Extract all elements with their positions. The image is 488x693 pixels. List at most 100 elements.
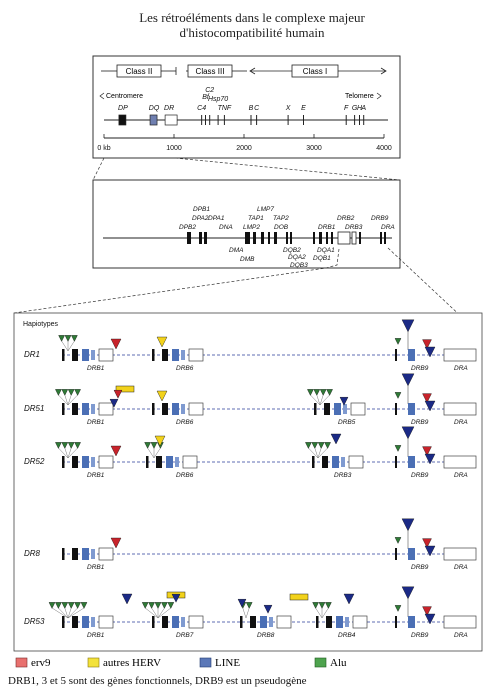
alu-triangle: [67, 389, 75, 396]
map-gene-label-h: H: [357, 105, 363, 112]
gene-label-drb9: DRB9: [411, 564, 429, 571]
gene-box: [188, 348, 204, 362]
erv9-triangle: [422, 393, 432, 404]
map-gene-label-bf: Bf: [202, 94, 210, 101]
line-block: [408, 548, 415, 560]
map-gene-label-a: A: [360, 105, 366, 112]
line-block: [408, 403, 415, 415]
line-block-small: [91, 617, 95, 627]
gene-label-drb4: DRB4: [338, 632, 356, 639]
label-dpa1: DPA1: [208, 215, 225, 222]
label-dmb: DMB: [240, 256, 255, 263]
alu-link: [64, 447, 69, 459]
alu-triangle: [167, 602, 175, 609]
telomere-arrow: [376, 92, 382, 100]
line-block-small: [91, 457, 95, 467]
label-dpa2: DPA2: [192, 215, 209, 222]
gene-label-dra: DRA: [454, 632, 468, 639]
class-iii-label: Class III: [196, 67, 225, 76]
label-drb1-top: DRB1: [318, 224, 336, 231]
legend-swatch-erv9: [15, 657, 28, 668]
gene-label-drb6: DRB6: [176, 365, 194, 372]
gene-drb4: [316, 615, 368, 629]
exon-block: [72, 548, 78, 560]
alu-link: [61, 340, 69, 352]
alu-link: [64, 607, 69, 619]
herv-triangle: [154, 435, 166, 447]
label-dqa1: DQA1: [317, 247, 335, 254]
line-block-small: [181, 404, 185, 414]
exon-bar: [62, 548, 65, 560]
alu-triangle: [80, 602, 88, 609]
alu-link: [67, 447, 78, 459]
alu-link: [153, 447, 161, 459]
line-block: [172, 349, 179, 361]
gene-label-drb3: DRB3: [334, 472, 352, 479]
alu-triangle: [307, 389, 314, 396]
exon-block: [72, 456, 78, 468]
line-triangle: [171, 594, 181, 603]
alu-link: [319, 394, 330, 406]
alu-triangle: [394, 445, 402, 452]
alu-link: [315, 607, 323, 619]
label-dpb1: DPB1: [193, 206, 210, 213]
map-gene-label-hsp70: Hsp70: [208, 96, 228, 103]
line-block-small: [91, 404, 95, 414]
erv9-triangle: [113, 390, 123, 399]
scale-tick-label: 3000: [306, 145, 322, 152]
alu-link: [67, 607, 85, 619]
alu-link: [157, 607, 165, 619]
label-dna: DNA: [219, 224, 233, 231]
exon-bar: [395, 548, 397, 560]
alu-link: [147, 447, 155, 459]
map-gene-label-b: B: [249, 105, 254, 112]
gene-drb5: [314, 402, 366, 416]
dra-box: [443, 547, 477, 561]
label-dqb3: DQB3: [290, 262, 308, 269]
gene-box: [348, 455, 364, 469]
alu-link: [151, 607, 159, 619]
class-bracket-row: Class II Class III Class I: [101, 64, 387, 78]
line-triangle: [401, 373, 415, 387]
label-drb2: DRB2: [337, 215, 355, 222]
line-block: [332, 456, 339, 468]
alu-triangle: [317, 442, 325, 449]
gene-box: [352, 615, 368, 629]
alu-triangle: [154, 602, 162, 609]
alu-link: [157, 607, 171, 619]
alu-triangle: [305, 442, 312, 449]
gene-box: [188, 402, 204, 416]
line-block: [336, 616, 343, 628]
herv-triangle: [156, 336, 168, 348]
alu-triangle: [55, 389, 62, 396]
exon-block: [250, 616, 256, 628]
alu-triangle: [324, 442, 331, 449]
alu-triangle: [311, 442, 319, 449]
exon-block: [324, 403, 330, 415]
class-ii-detail-box: [92, 179, 401, 269]
exon-bar: [314, 403, 317, 415]
legend-swatch-herv: [87, 657, 100, 668]
alu-link: [308, 447, 319, 459]
line-block: [82, 403, 89, 415]
line-triangle: [424, 453, 436, 465]
map-gene-label-dp: DP: [118, 105, 128, 112]
gene-label-drb1: DRB1: [87, 632, 105, 639]
centromere-label: Centromere: [106, 93, 143, 100]
legend-label-line: LINE: [215, 657, 240, 669]
exon-bar: [62, 349, 65, 361]
alu-link: [321, 607, 329, 619]
map-gene-label-c2: C2: [205, 87, 214, 94]
alu-link: [317, 447, 322, 459]
alu-triangle: [67, 602, 75, 609]
line-triangle: [121, 593, 133, 605]
gene-drb1: [62, 455, 114, 469]
footer-note: DRB1, 3 et 5 sont des gènes fonctionnels…: [8, 675, 307, 687]
line-block-small: [269, 617, 273, 627]
gene-label-drb9: DRB9: [411, 472, 429, 479]
exon-bar: [312, 456, 315, 468]
